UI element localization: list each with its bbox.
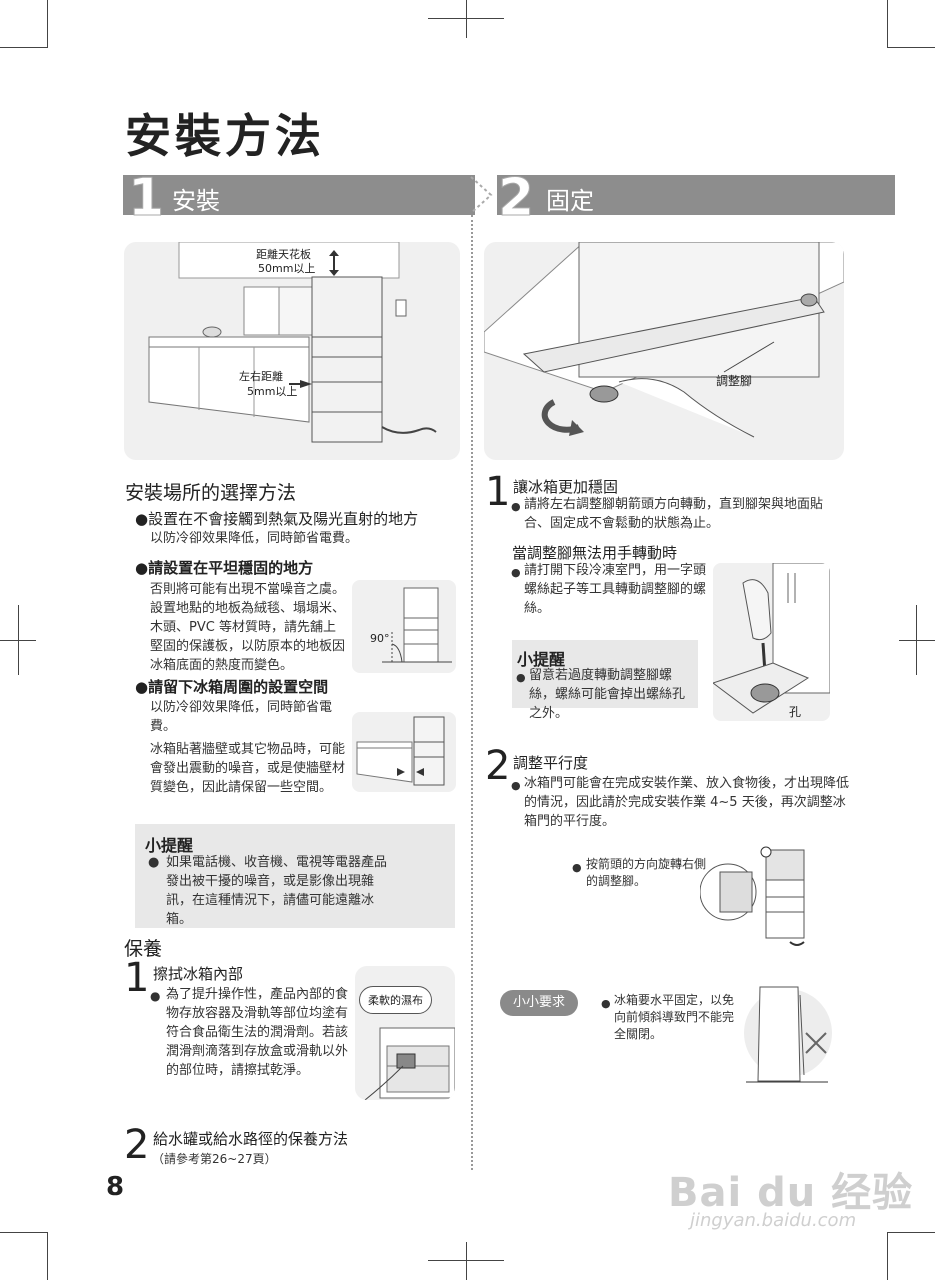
crop-mark <box>47 0 48 48</box>
column-divider <box>471 215 473 1170</box>
hole-label: 孔 <box>789 705 802 719</box>
section-number-1: 1 <box>127 168 165 228</box>
request-text: 冰箱要水平固定，以免向前傾斜導致門不能完全關閉。 <box>614 993 735 1041</box>
choose-place-heading: 安裝場所的選擇方法 <box>125 482 297 504</box>
section-label-install: 安裝 <box>172 187 220 215</box>
fix-tip-text: 留意若過度轉動調整腳螺絲，螺絲可能會掉出螺絲孔之外。 <box>529 668 686 721</box>
maintenance-step-1-heading: 擦拭冰箱內部 <box>153 965 244 983</box>
kitchen-install-illustration: 距離天花板 50mm以上 左右距離 5mm以上 <box>124 242 460 460</box>
ceiling-clearance-label-1: 距離天花板 <box>256 248 311 262</box>
screwdriver-illustration: 孔 <box>713 563 830 721</box>
bullet-dot: ● <box>511 566 521 579</box>
bullet-text-3b: 冰箱貼著牆壁或其它物品時，可能會發出震動的噪音，或是使牆壁材質變色，因此請保留一… <box>150 742 346 795</box>
crop-mark <box>916 605 917 675</box>
crop-mark <box>466 0 467 38</box>
section-number-2: 2 <box>497 168 535 228</box>
fix-step-2-number: 2 <box>485 743 511 789</box>
bullet-dot: ● <box>601 997 611 1010</box>
maintenance-step-1-number: 1 <box>124 955 150 1001</box>
tip-text: 如果電話機、收音機、電視等電器產品發出被干擾的噪音，或是影像出現雜訊，在這種情況… <box>166 855 388 927</box>
crop-mark <box>0 1232 48 1233</box>
page-title: 安裝方法 <box>125 109 325 163</box>
tip-bullet: ● <box>148 855 160 870</box>
bullet-heading-3: ●請留下冰箱周圍的設置空間 <box>135 678 329 696</box>
page-number: 8 <box>106 1172 125 1202</box>
maintenance-step-2-note: （請參考第26~27頁） <box>152 1152 277 1166</box>
soft-cloth-label: 柔軟的濕布 <box>359 986 432 1014</box>
section-arrow-icon <box>470 176 493 214</box>
bullet-dot: ● <box>511 779 521 792</box>
side-clearance-label-2: 5mm以上 <box>247 385 298 398</box>
fix-step-1-heading: 讓冰箱更加穩固 <box>513 478 619 496</box>
bullet-heading-2: ●請設置在平坦穩固的地方 <box>135 559 314 577</box>
section-label-fix: 固定 <box>546 187 594 215</box>
ceiling-clearance-label-2: 50mm以上 <box>258 262 316 276</box>
adjust-foot-label: 調整腳 <box>716 374 753 388</box>
bullet-dot: ● <box>516 671 526 684</box>
baidu-watermark-logo: Bai du 经验 <box>668 1170 914 1216</box>
crop-mark <box>428 18 504 19</box>
bullet-text-2: 否則將可能有出現不當噪音之虞。設置地點的地板為絨毯、塌塌米、木頭、PVC 等材質… <box>150 582 346 673</box>
door-alignment-illustration <box>700 842 810 950</box>
baidu-watermark-url: jingyan.baidu.com <box>690 1210 857 1231</box>
crop-mark <box>47 1232 48 1280</box>
bullet-dot: ● <box>511 500 521 513</box>
crop-mark <box>887 1232 888 1280</box>
crop-mark <box>887 1232 935 1233</box>
bullet-text-1: 以防冷卻效果降低，同時節省電費。 <box>150 531 359 546</box>
wipe-interior-illustration: 柔軟的濕布 <box>355 966 455 1100</box>
angle-label: 90° <box>370 632 390 645</box>
fix-step-1-number: 1 <box>485 469 511 515</box>
crop-mark <box>0 47 48 48</box>
crop-mark <box>466 1242 467 1280</box>
crop-mark <box>887 47 935 48</box>
arrow-rotate-note: 按箭頭的方向旋轉右側的調整腳。 <box>586 857 707 888</box>
crop-mark <box>428 1260 504 1261</box>
wall-space-illustration <box>352 712 456 792</box>
crop-mark <box>899 640 935 641</box>
level-floor-illustration: 90° <box>352 580 456 673</box>
maintenance-step-2-heading: 給水罐或給水路徑的保養方法 <box>153 1130 349 1148</box>
maintenance-heading: 保養 <box>124 938 163 960</box>
maintenance-step-1-text: 為了提升操作性，產品內部的食物存放容器及滑軌等部位均塗有符合食品衛生法的潤滑劑。… <box>166 987 349 1078</box>
bullet-heading-1: ●設置在不會接觸到熱氣及陽光直射的地方 <box>135 510 419 528</box>
fix-sub-text: 請打開下段冷凍室門，用一字頭螺絲起子等工具轉動調整腳的螺絲。 <box>524 563 707 616</box>
crop-mark <box>887 0 888 48</box>
tip-title: 小提醒 <box>145 836 194 855</box>
fix-tip-title: 小提醒 <box>517 650 566 669</box>
bullet-dot: ● <box>150 989 161 1003</box>
fix-step-2-text: 冰箱門可能會在完成安裝作業、放入食物後，才出現降低的情況，因此請於完成安裝作業 … <box>524 776 850 829</box>
section-bar-install <box>123 175 475 215</box>
bullet-dot: ● <box>572 861 582 874</box>
request-pill: 小小要求 <box>500 990 578 1016</box>
tip-box-interference <box>135 824 455 928</box>
adjust-foot-illustration: 調整腳 <box>484 242 844 460</box>
section-bar-fix <box>497 175 895 215</box>
maintenance-step-2-number: 2 <box>124 1122 150 1168</box>
fix-sub-heading: 當調整腳無法用手轉動時 <box>512 544 678 562</box>
crop-mark <box>18 605 19 675</box>
fix-step-1-text: 請將左右調整腳朝箭頭方向轉動，直到腳架與地面貼合、固定成不會鬆動的狀態為止。 <box>524 497 824 531</box>
side-clearance-label-1: 左右距離 <box>239 370 283 383</box>
tilt-warning-illustration <box>738 985 834 1085</box>
tip-box-screw <box>512 640 698 708</box>
fix-step-2-heading: 調整平行度 <box>513 754 589 772</box>
bullet-text-3a: 以防冷卻效果降低，同時節省電費。 <box>150 700 333 734</box>
